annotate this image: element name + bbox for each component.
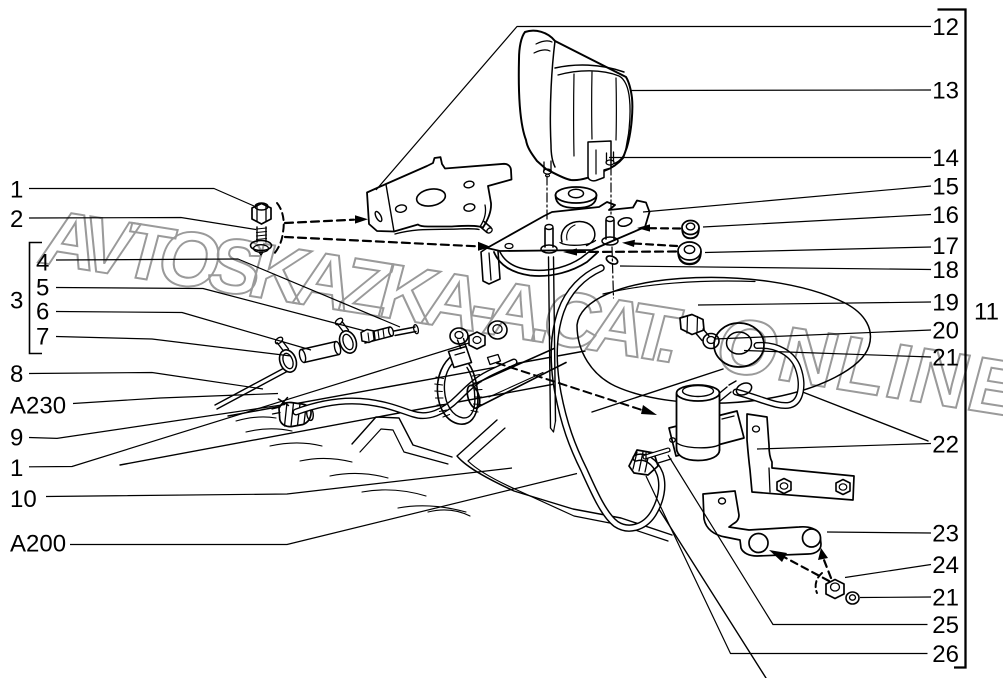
svg-text:6: 6 [36, 298, 49, 325]
svg-text:3: 3 [10, 288, 23, 315]
svg-text:5: 5 [36, 275, 49, 302]
svg-text:1: 1 [10, 455, 23, 482]
svg-text:22: 22 [932, 432, 959, 459]
svg-text:24: 24 [932, 552, 959, 579]
svg-text:11: 11 [974, 299, 999, 326]
svg-text:18: 18 [932, 257, 959, 284]
svg-text:26: 26 [932, 641, 959, 668]
svg-text:A230: A230 [10, 393, 66, 420]
svg-text:A200: A200 [10, 531, 66, 558]
svg-text:19: 19 [932, 290, 959, 317]
svg-text:21: 21 [932, 345, 959, 372]
svg-text:8: 8 [10, 361, 23, 388]
svg-text:16: 16 [932, 202, 959, 229]
svg-text:15: 15 [932, 174, 959, 201]
svg-text:10: 10 [10, 486, 37, 513]
svg-text:25: 25 [932, 612, 959, 639]
svg-text:21: 21 [932, 585, 959, 612]
svg-text:1: 1 [10, 177, 23, 204]
svg-text:17: 17 [932, 233, 959, 260]
svg-text:4: 4 [36, 249, 49, 276]
svg-text:23: 23 [932, 521, 959, 548]
svg-text:14: 14 [932, 145, 959, 172]
svg-text:2: 2 [10, 206, 23, 233]
svg-text:9: 9 [10, 424, 23, 451]
svg-text:7: 7 [36, 324, 49, 351]
svg-text:13: 13 [932, 78, 959, 105]
svg-text:20: 20 [932, 318, 959, 345]
svg-text:12: 12 [932, 14, 959, 41]
